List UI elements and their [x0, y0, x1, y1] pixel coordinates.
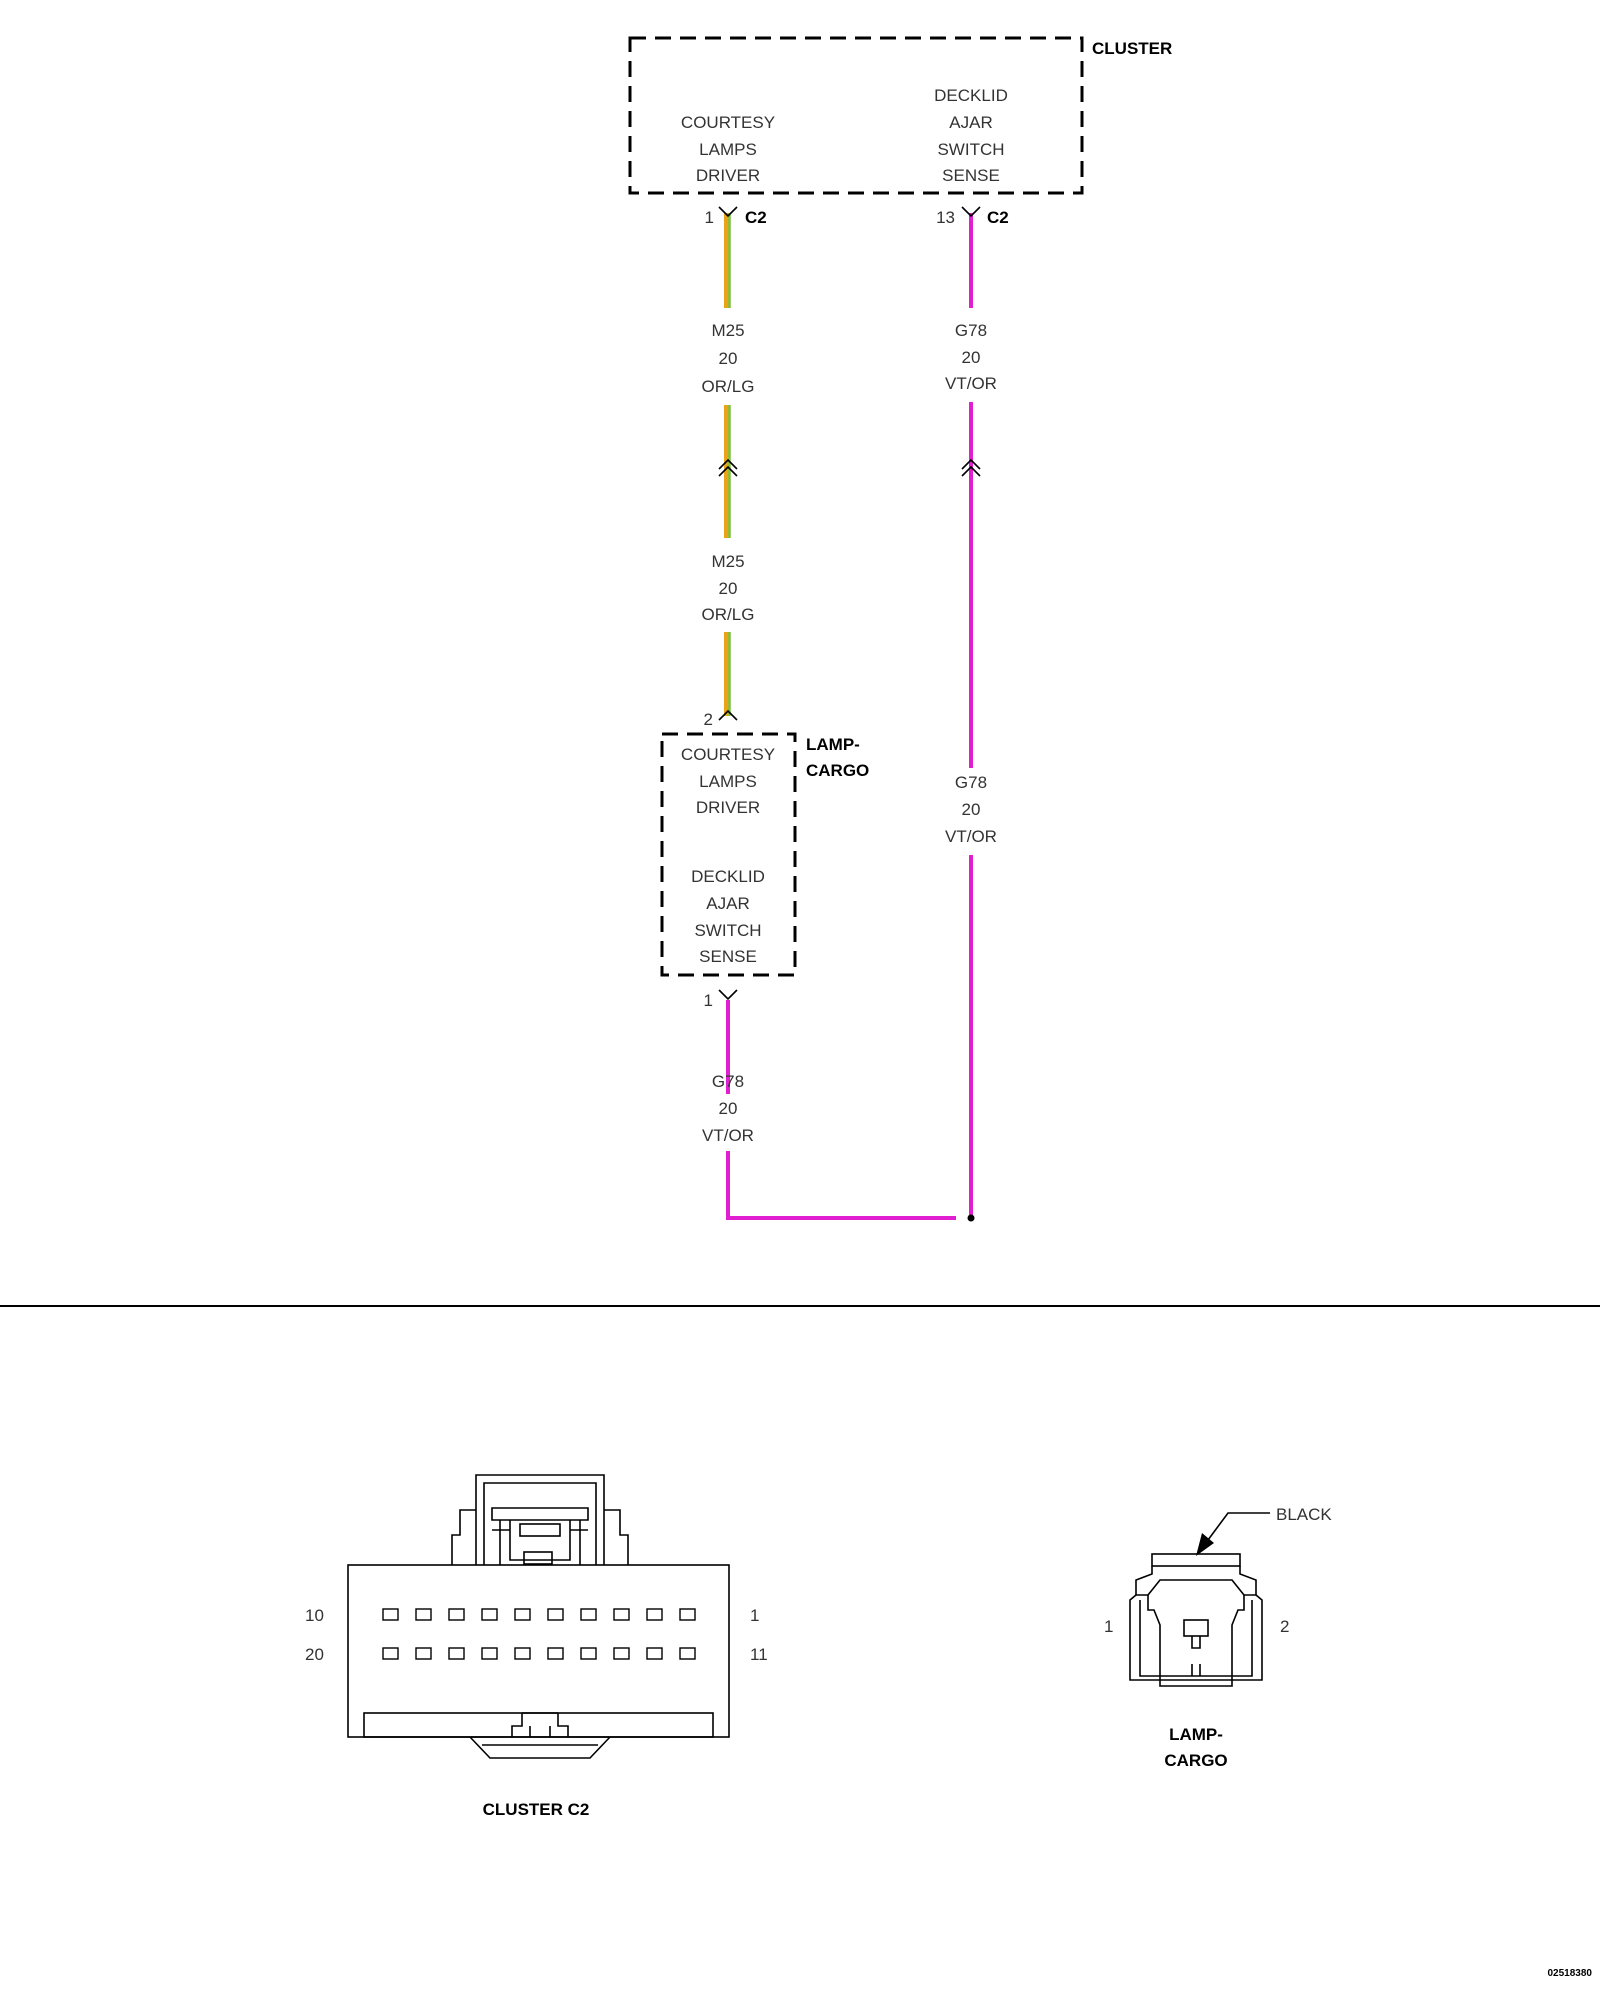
c2-pin-cavity: [580, 1647, 597, 1660]
lamp-cargo-pin-2-view-label: 2: [1280, 1617, 1289, 1636]
g78-label-upper: G78 20 VT/OR: [945, 321, 997, 393]
c2-pin-cavity: [448, 1647, 465, 1660]
cluster-circuit-left-1: COURTESY: [681, 113, 775, 132]
cluster-c2-title: CLUSTER C2: [483, 1800, 590, 1819]
svg-text:LAMPS: LAMPS: [699, 772, 757, 791]
svg-text:DECKLID: DECKLID: [691, 867, 765, 886]
cluster-pin-1-label: 1: [705, 208, 714, 227]
c2-pin-cavity: [547, 1647, 564, 1660]
lamp-cargo-pin-1-label: 1: [704, 991, 713, 1010]
g78-inline-connector-icon: [961, 458, 981, 470]
cluster-c2-label-right: C2: [987, 208, 1009, 227]
figure-id: 02518380: [1548, 1968, 1593, 1979]
cluster-pin-13-label: 13: [936, 208, 955, 227]
svg-text:SWITCH: SWITCH: [694, 921, 761, 940]
c2-pin-cavity: [382, 1608, 399, 1621]
svg-text:DRIVER: DRIVER: [696, 798, 760, 817]
svg-text:20: 20: [719, 1099, 738, 1118]
cluster-circuit-left-2: LAMPS: [699, 140, 757, 159]
lamp-cargo-pin-1-terminal-icon: [718, 989, 738, 1001]
lamp-cargo-pin-2-terminal-icon: [718, 709, 738, 721]
lamp-cargo-label-2: CARGO: [806, 761, 869, 780]
c2-pin-10-label: 10: [305, 1606, 324, 1625]
c2-pin-1-label: 1: [750, 1606, 759, 1625]
c2-pin-cavity: [481, 1608, 498, 1621]
svg-text:M25: M25: [711, 552, 744, 571]
cluster-c2-label-left: C2: [745, 208, 767, 227]
svg-text:COURTESY: COURTESY: [681, 745, 775, 764]
svg-text:G78: G78: [955, 773, 987, 792]
svg-text:OR/LG: OR/LG: [702, 377, 755, 396]
lamp-cargo-box: [660, 732, 797, 977]
svg-text:M25: M25: [711, 321, 744, 340]
c2-pin-cavity: [613, 1647, 630, 1660]
g78-label-middle: G78 20 VT/OR: [945, 773, 997, 846]
lamp-cargo-module: 2 1 LAMP- CARGO COURTESY LAMPS DRIVER DE…: [660, 710, 869, 1010]
cluster-c2-pin-grid: [382, 1608, 696, 1660]
svg-text:G78: G78: [955, 321, 987, 340]
cluster-circuit-right-4: SENSE: [942, 166, 1000, 185]
c2-pin-cavity: [580, 1608, 597, 1621]
m25-inline-connector-icon: [718, 458, 738, 470]
c2-pin-cavity: [481, 1647, 498, 1660]
lamp-cargo-color-label: BLACK: [1276, 1505, 1332, 1524]
c2-pin-11-label: 11: [750, 1645, 768, 1664]
c2-pin-cavity: [646, 1608, 663, 1621]
m25-label-upper: M25 20 OR/LG: [702, 321, 755, 396]
c2-pin-cavity: [613, 1608, 630, 1621]
c2-pin-cavity: [679, 1608, 696, 1621]
c2-pin-20-label: 20: [305, 1645, 324, 1664]
svg-text:20: 20: [962, 800, 981, 819]
c2-pin-cavity: [415, 1647, 432, 1660]
wire-m25: [724, 213, 731, 716]
c2-pin-cavity: [448, 1608, 465, 1621]
cluster-pin-13-terminal-icon: [961, 206, 981, 218]
c2-pin-cavity: [415, 1608, 432, 1621]
c2-pin-cavity: [382, 1647, 399, 1660]
svg-text:VT/OR: VT/OR: [945, 827, 997, 846]
g78-label-lower: G78 20 VT/OR: [702, 1072, 754, 1145]
m25-label-lower: M25 20 OR/LG: [702, 552, 755, 624]
c2-pin-cavity: [514, 1647, 531, 1660]
svg-text:VT/OR: VT/OR: [945, 374, 997, 393]
svg-text:AJAR: AJAR: [706, 894, 749, 913]
cluster-pin-1-terminal-icon: [718, 206, 738, 218]
svg-text:20: 20: [962, 348, 981, 367]
c2-pin-cavity: [646, 1647, 663, 1660]
lamp-cargo-title-2: CARGO: [1164, 1751, 1227, 1770]
splice-dot: [967, 1214, 975, 1222]
cluster-circuit-left-3: DRIVER: [696, 166, 760, 185]
wire-g78: [726, 213, 973, 1220]
c2-pin-cavity: [547, 1608, 564, 1621]
cluster-box: [628, 36, 1084, 195]
c2-pin-cavity: [514, 1608, 531, 1621]
lamp-cargo-pin-1-view-label: 1: [1104, 1617, 1113, 1636]
cluster-circuit-right-3: SWITCH: [937, 140, 1004, 159]
svg-text:20: 20: [719, 579, 738, 598]
lamp-cargo-title-1: LAMP-: [1169, 1725, 1223, 1744]
cluster-circuit-right-2: AJAR: [949, 113, 992, 132]
lamp-cargo-pin-2-label: 2: [704, 710, 713, 729]
black-pointer-arrow-icon: [1207, 1512, 1270, 1541]
c2-pin-cavity: [679, 1647, 696, 1660]
cluster-module: CLUSTER COURTESY LAMPS DRIVER DECKLID AJ…: [628, 36, 1172, 195]
svg-text:VT/OR: VT/OR: [702, 1126, 754, 1145]
cluster-c2-connector-view: 10 20 1 11 CLUSTER C2: [305, 1474, 768, 1819]
svg-text:G78: G78: [712, 1072, 744, 1091]
cluster-circuit-right-1: DECKLID: [934, 86, 1008, 105]
svg-text:SENSE: SENSE: [699, 947, 757, 966]
svg-text:OR/LG: OR/LG: [702, 605, 755, 624]
svg-text:20: 20: [719, 349, 738, 368]
terminal-symbols: [718, 206, 981, 1001]
lamp-cargo-label-1: LAMP-: [806, 735, 860, 754]
lamp-cargo-connector-view: BLACK 1 2 LAMP- CARGO: [1104, 1505, 1332, 1770]
cluster-label: CLUSTER: [1092, 39, 1172, 58]
